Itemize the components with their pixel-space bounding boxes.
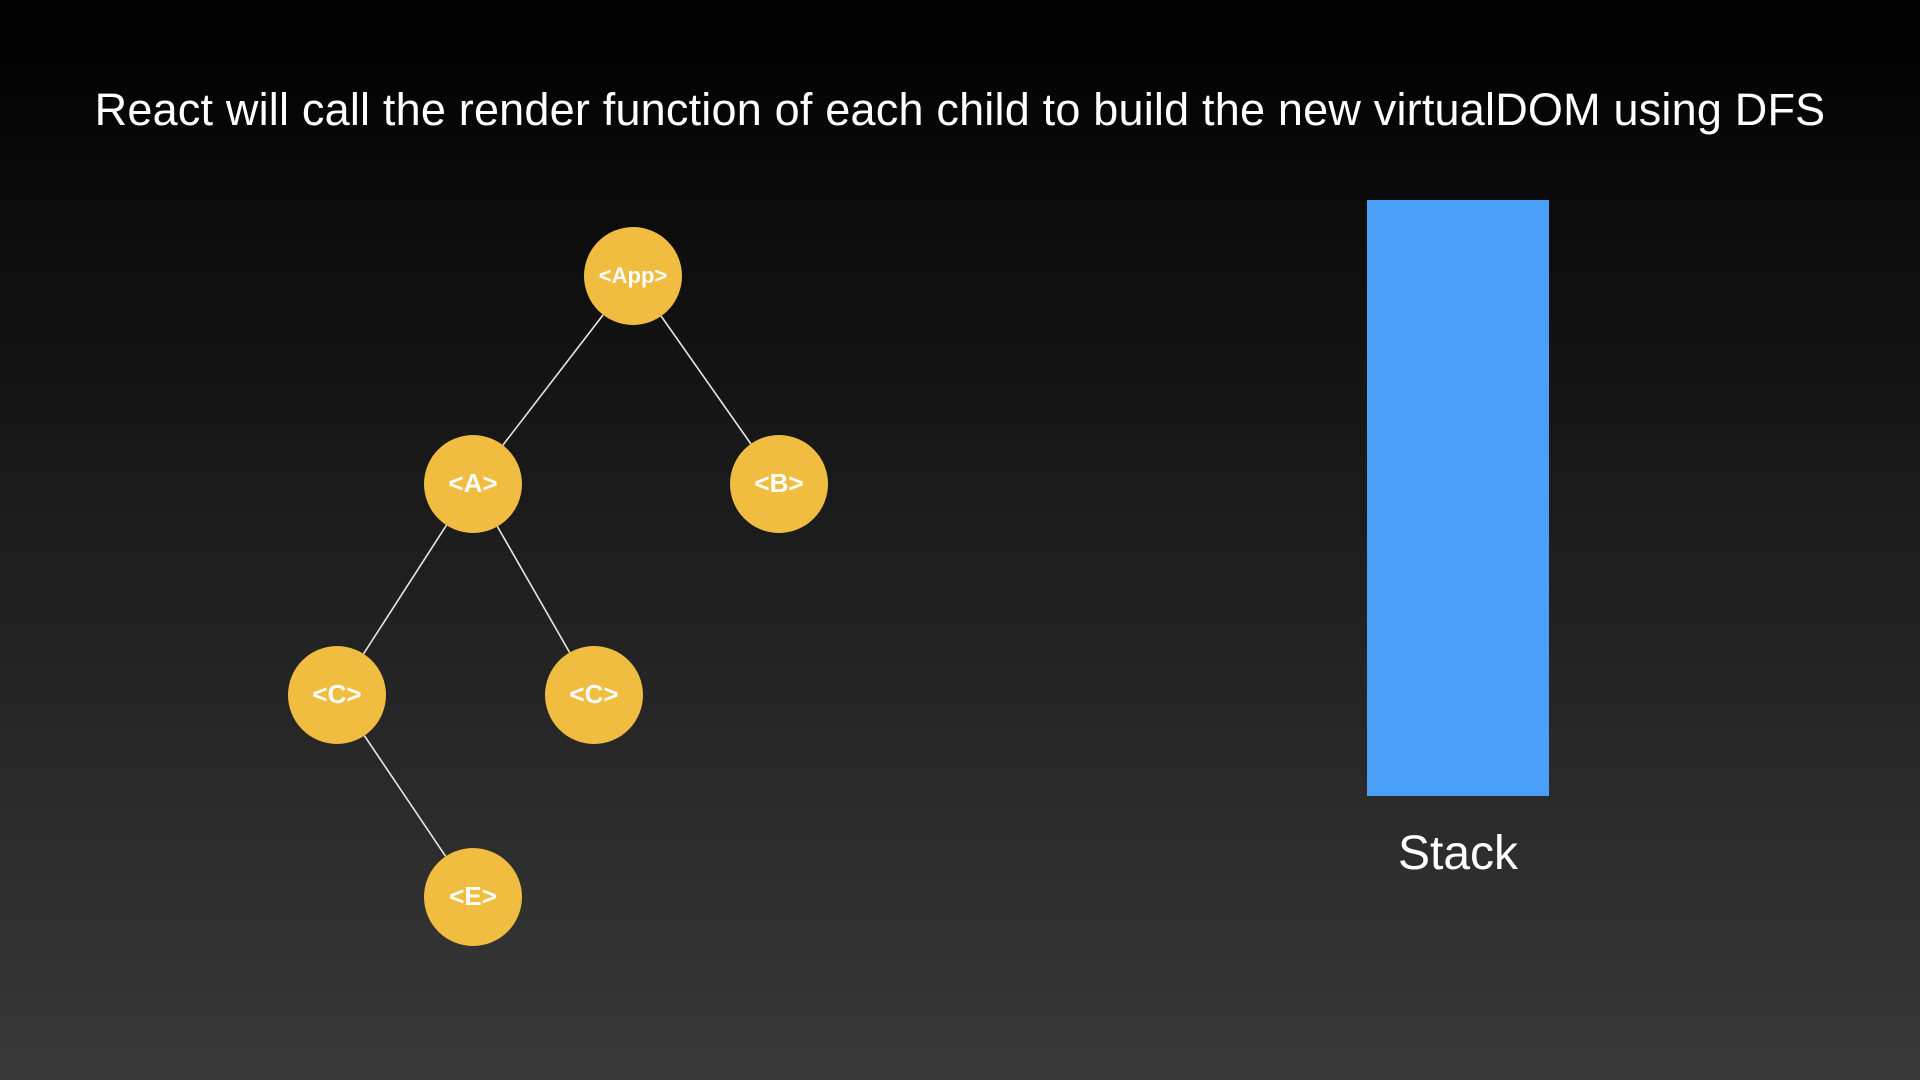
tree-node-circle: [424, 435, 522, 533]
tree-node-label: <E>: [449, 881, 497, 911]
tree-node-label: <C>: [312, 679, 361, 709]
tree-node-circle: [424, 848, 522, 946]
tree-node-c2: <C>: [545, 646, 643, 744]
tree-node-a: <A>: [424, 435, 522, 533]
tree-node-b: <B>: [730, 435, 828, 533]
slide-title: React will call the render function of e…: [94, 84, 1826, 135]
tree-node-circle: [730, 435, 828, 533]
tree-edges: [362, 314, 752, 857]
tree-node-circle: [545, 646, 643, 744]
tree-edge-app-a: [502, 314, 604, 446]
tree-node-label: <App>: [599, 263, 667, 288]
tree-node-e: <E>: [424, 848, 522, 946]
tree-edge-a-c2: [496, 526, 571, 653]
tree-nodes: <App> <A> <B> <C> <C> <E>: [288, 227, 828, 946]
tree-node-c1: <C>: [288, 646, 386, 744]
tree-node-app: <App>: [584, 227, 682, 325]
stack-box: [1367, 200, 1549, 796]
tree-node-circle: [584, 227, 682, 325]
stack-label: Stack: [1397, 827, 1519, 880]
tree-node-label: <C>: [569, 679, 618, 709]
tree-node-label: <B>: [754, 468, 803, 498]
tree-edge-c1-e: [363, 735, 447, 857]
tree-node-label: <A>: [448, 468, 497, 498]
tree-edge-app-b: [660, 315, 752, 445]
tree-node-circle: [288, 646, 386, 744]
tree-edge-a-c1: [362, 524, 448, 655]
